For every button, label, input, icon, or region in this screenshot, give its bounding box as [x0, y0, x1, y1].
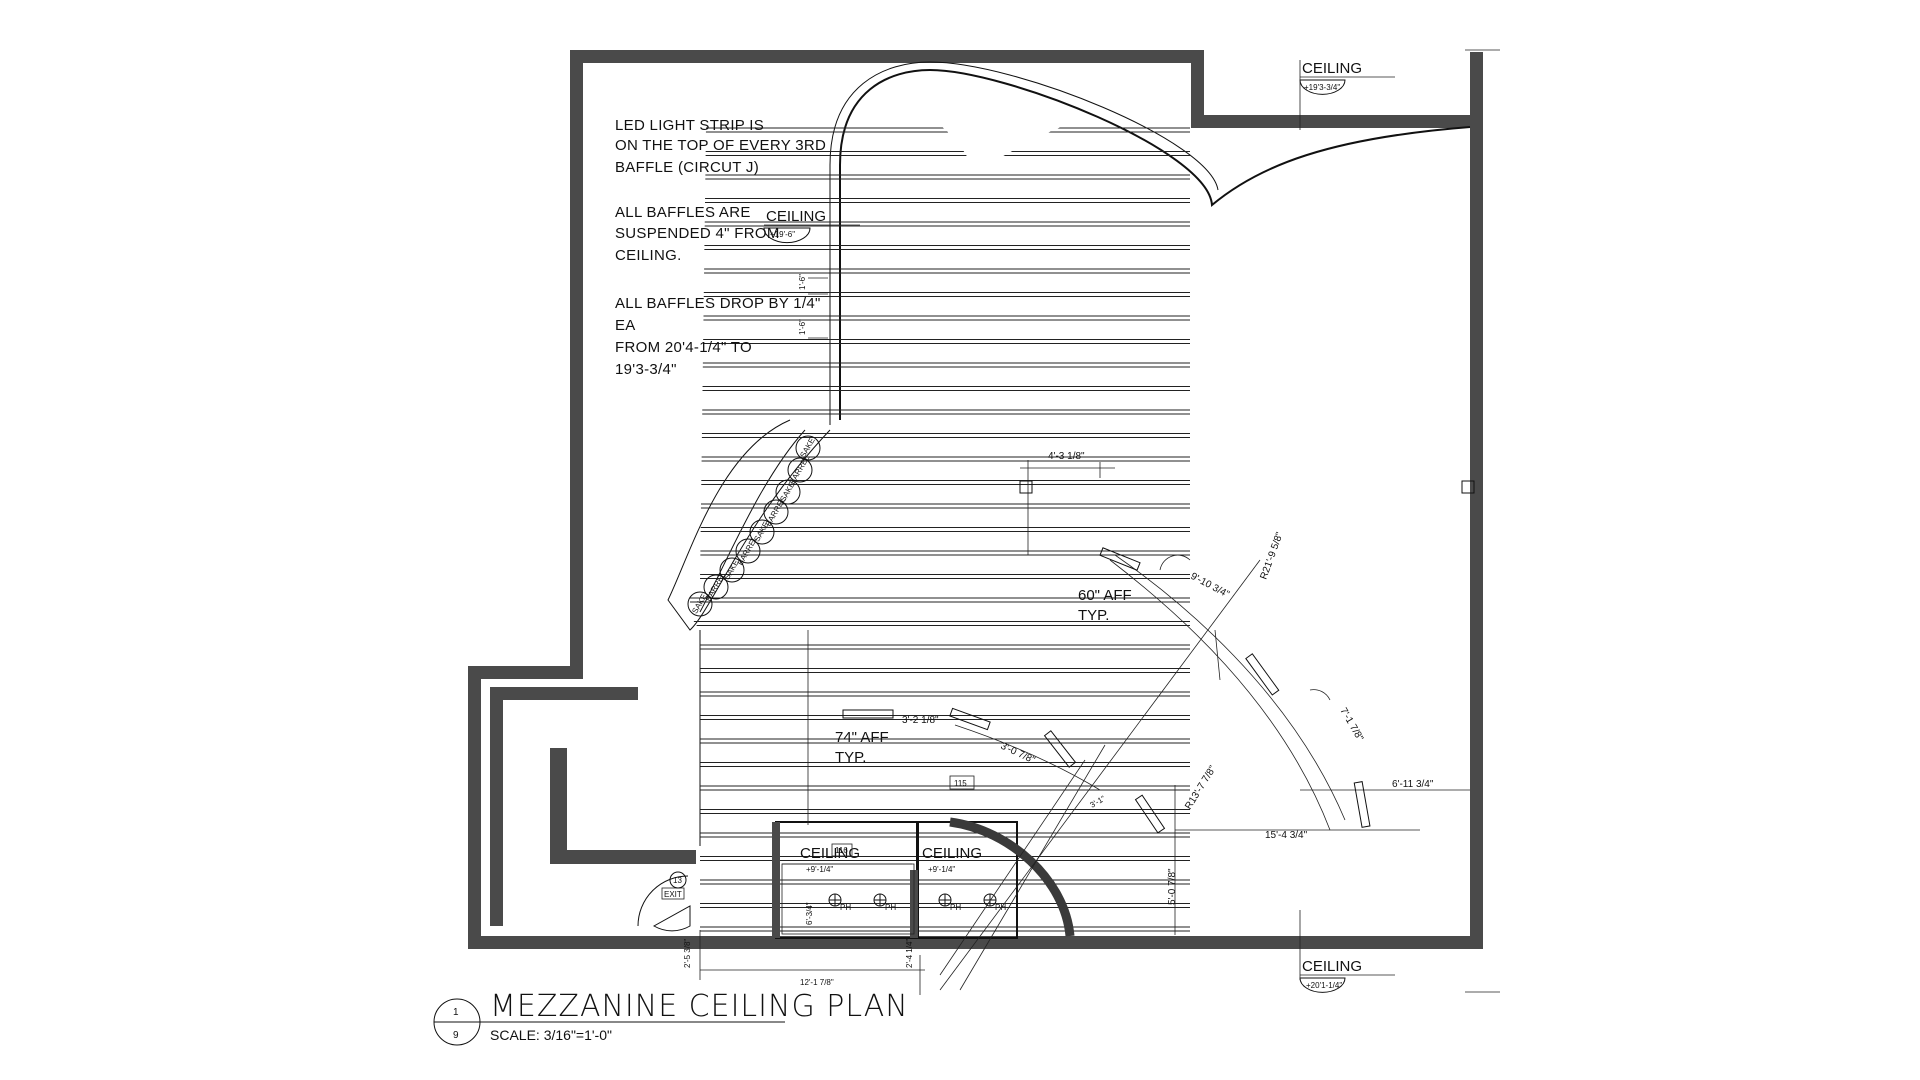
dim-label: 1'-6": [798, 274, 807, 290]
ceiling-tag-height: +19'3-3/4": [1304, 83, 1340, 92]
sheet-number: 9: [453, 1030, 459, 1041]
note-drop-line-3: FROM 20'4-1/4" TO: [615, 339, 752, 356]
ceiling-tag-label: CEILING: [766, 208, 826, 225]
general-notes: LED LIGHT STRIP IS ON THE TOP OF EVERY 3…: [615, 117, 826, 378]
ceiling-tag-label: CEILING: [1302, 60, 1362, 77]
dim-label: 60" AFF: [1078, 587, 1132, 604]
fixture-label: PH: [950, 903, 961, 912]
note-suspend-line-1: ALL BAFFLES ARE: [615, 204, 751, 221]
note-led-line-1: LED LIGHT STRIP IS: [615, 117, 764, 134]
dim-label: 6'-11 3/4": [1392, 779, 1434, 790]
room-tag-116: 116: [835, 846, 848, 855]
dim-label: R21'-9 5/8": [1258, 530, 1285, 581]
baffle-lines: [690, 127, 1190, 932]
dim-label: 3'-2 1/8": [902, 715, 939, 726]
dim-label: 12'-1 7/8": [800, 978, 834, 987]
note-drop-line-1: ALL BAFFLES DROP BY 1/4": [615, 295, 821, 312]
exit-sign: EXIT: [664, 890, 682, 899]
dim-label: 7'-1 7/8": [1337, 706, 1365, 744]
note-led-line-3: BAFFLE (CIRCUT J): [615, 159, 759, 176]
ceiling-tag-top-right: CEILING +19'3-3/4": [1299, 60, 1395, 130]
note-drop-line-2: EA: [615, 317, 636, 334]
light-fixture-icon: PH: [873, 893, 896, 912]
note-suspend-line-2: SUSPENDED 4" FROM: [615, 225, 780, 242]
note-drop-line-4: 19'3-3/4": [615, 361, 677, 378]
dim-label: 2'-4 1/4": [905, 939, 914, 968]
lower-rooms: CEILING +9'-1/4" CEILING +9'-1/4" 116 PH…: [637, 775, 1075, 939]
light-fixtures: PH PH PH PH: [828, 893, 1006, 912]
sake-barrel-group: SAKEBARRELSAKEBARRELSAKEBARRELSAKEBARREL…: [687, 435, 821, 617]
dim-label: 15'-4 3/4": [1265, 830, 1308, 841]
dim-label: 2'-5 3/8": [683, 939, 692, 968]
dim-label: TYP.: [835, 749, 866, 766]
door-tag: 13: [673, 876, 682, 885]
ceiling-tag-upper-left: CEILING +19'-6": [763, 208, 860, 244]
dim-label: 6'-3/4": [805, 902, 814, 925]
drawing-title: MEZZANINE CEILING PLAN: [490, 989, 909, 1024]
dim-label: 74" AFF: [835, 729, 889, 746]
ceiling-tag-label: CEILING: [1302, 958, 1362, 975]
drawing-scale: SCALE: 3/16"=1'-0": [490, 1027, 612, 1043]
dimension-lines: [699, 460, 1475, 995]
fixture-label: PH: [995, 903, 1006, 912]
ceiling-tag-room-cold-height: +9'-1/4": [928, 865, 955, 874]
detail-number: 1: [453, 1007, 459, 1018]
dim-label: 5'-0 7/8": [1167, 868, 1178, 905]
dim-label: R13'-7 7/8": [1183, 764, 1219, 812]
light-fixture-icon: PH: [828, 893, 851, 912]
ceiling-tag-height: +19'-6": [770, 230, 795, 239]
ceiling-tag-height: +20'1-1/4": [1306, 981, 1342, 990]
ceiling-tag-room-116-height: +9'-1/4": [806, 865, 833, 874]
dim-label: 4'-3 1/8": [1048, 451, 1085, 462]
fixture-label: PH: [885, 903, 896, 912]
dim-label: 9'-10 3/4": [1189, 571, 1232, 601]
sake-barrel-label: SAKE: [690, 592, 708, 615]
building-walls: [468, 49, 1500, 993]
room-tag-115: 115: [954, 779, 967, 788]
dim-label: 1'-6": [798, 319, 807, 335]
ceiling-tag-room-cold: CEILING: [922, 845, 982, 862]
dim-label: TYP.: [1078, 607, 1109, 624]
dim-label: 3'-1": [1089, 794, 1107, 810]
note-led-line-2: ON THE TOP OF EVERY 3RD: [615, 137, 826, 154]
light-fixture-icon: PH: [983, 893, 1006, 912]
light-fixture-icon: PH: [938, 893, 961, 912]
baffle-zone-outline: [667, 61, 1471, 846]
fixture-label: PH: [840, 903, 851, 912]
note-suspend-line-3: CEILING.: [615, 247, 682, 264]
ceiling-tag-room-116: CEILING: [800, 845, 860, 862]
ceiling-tag-bottom-right: CEILING +20'1-1/4": [1299, 910, 1395, 993]
title-block: 1 9 MEZZANINE CEILING PLAN SCALE: 3/16"=…: [433, 989, 909, 1046]
